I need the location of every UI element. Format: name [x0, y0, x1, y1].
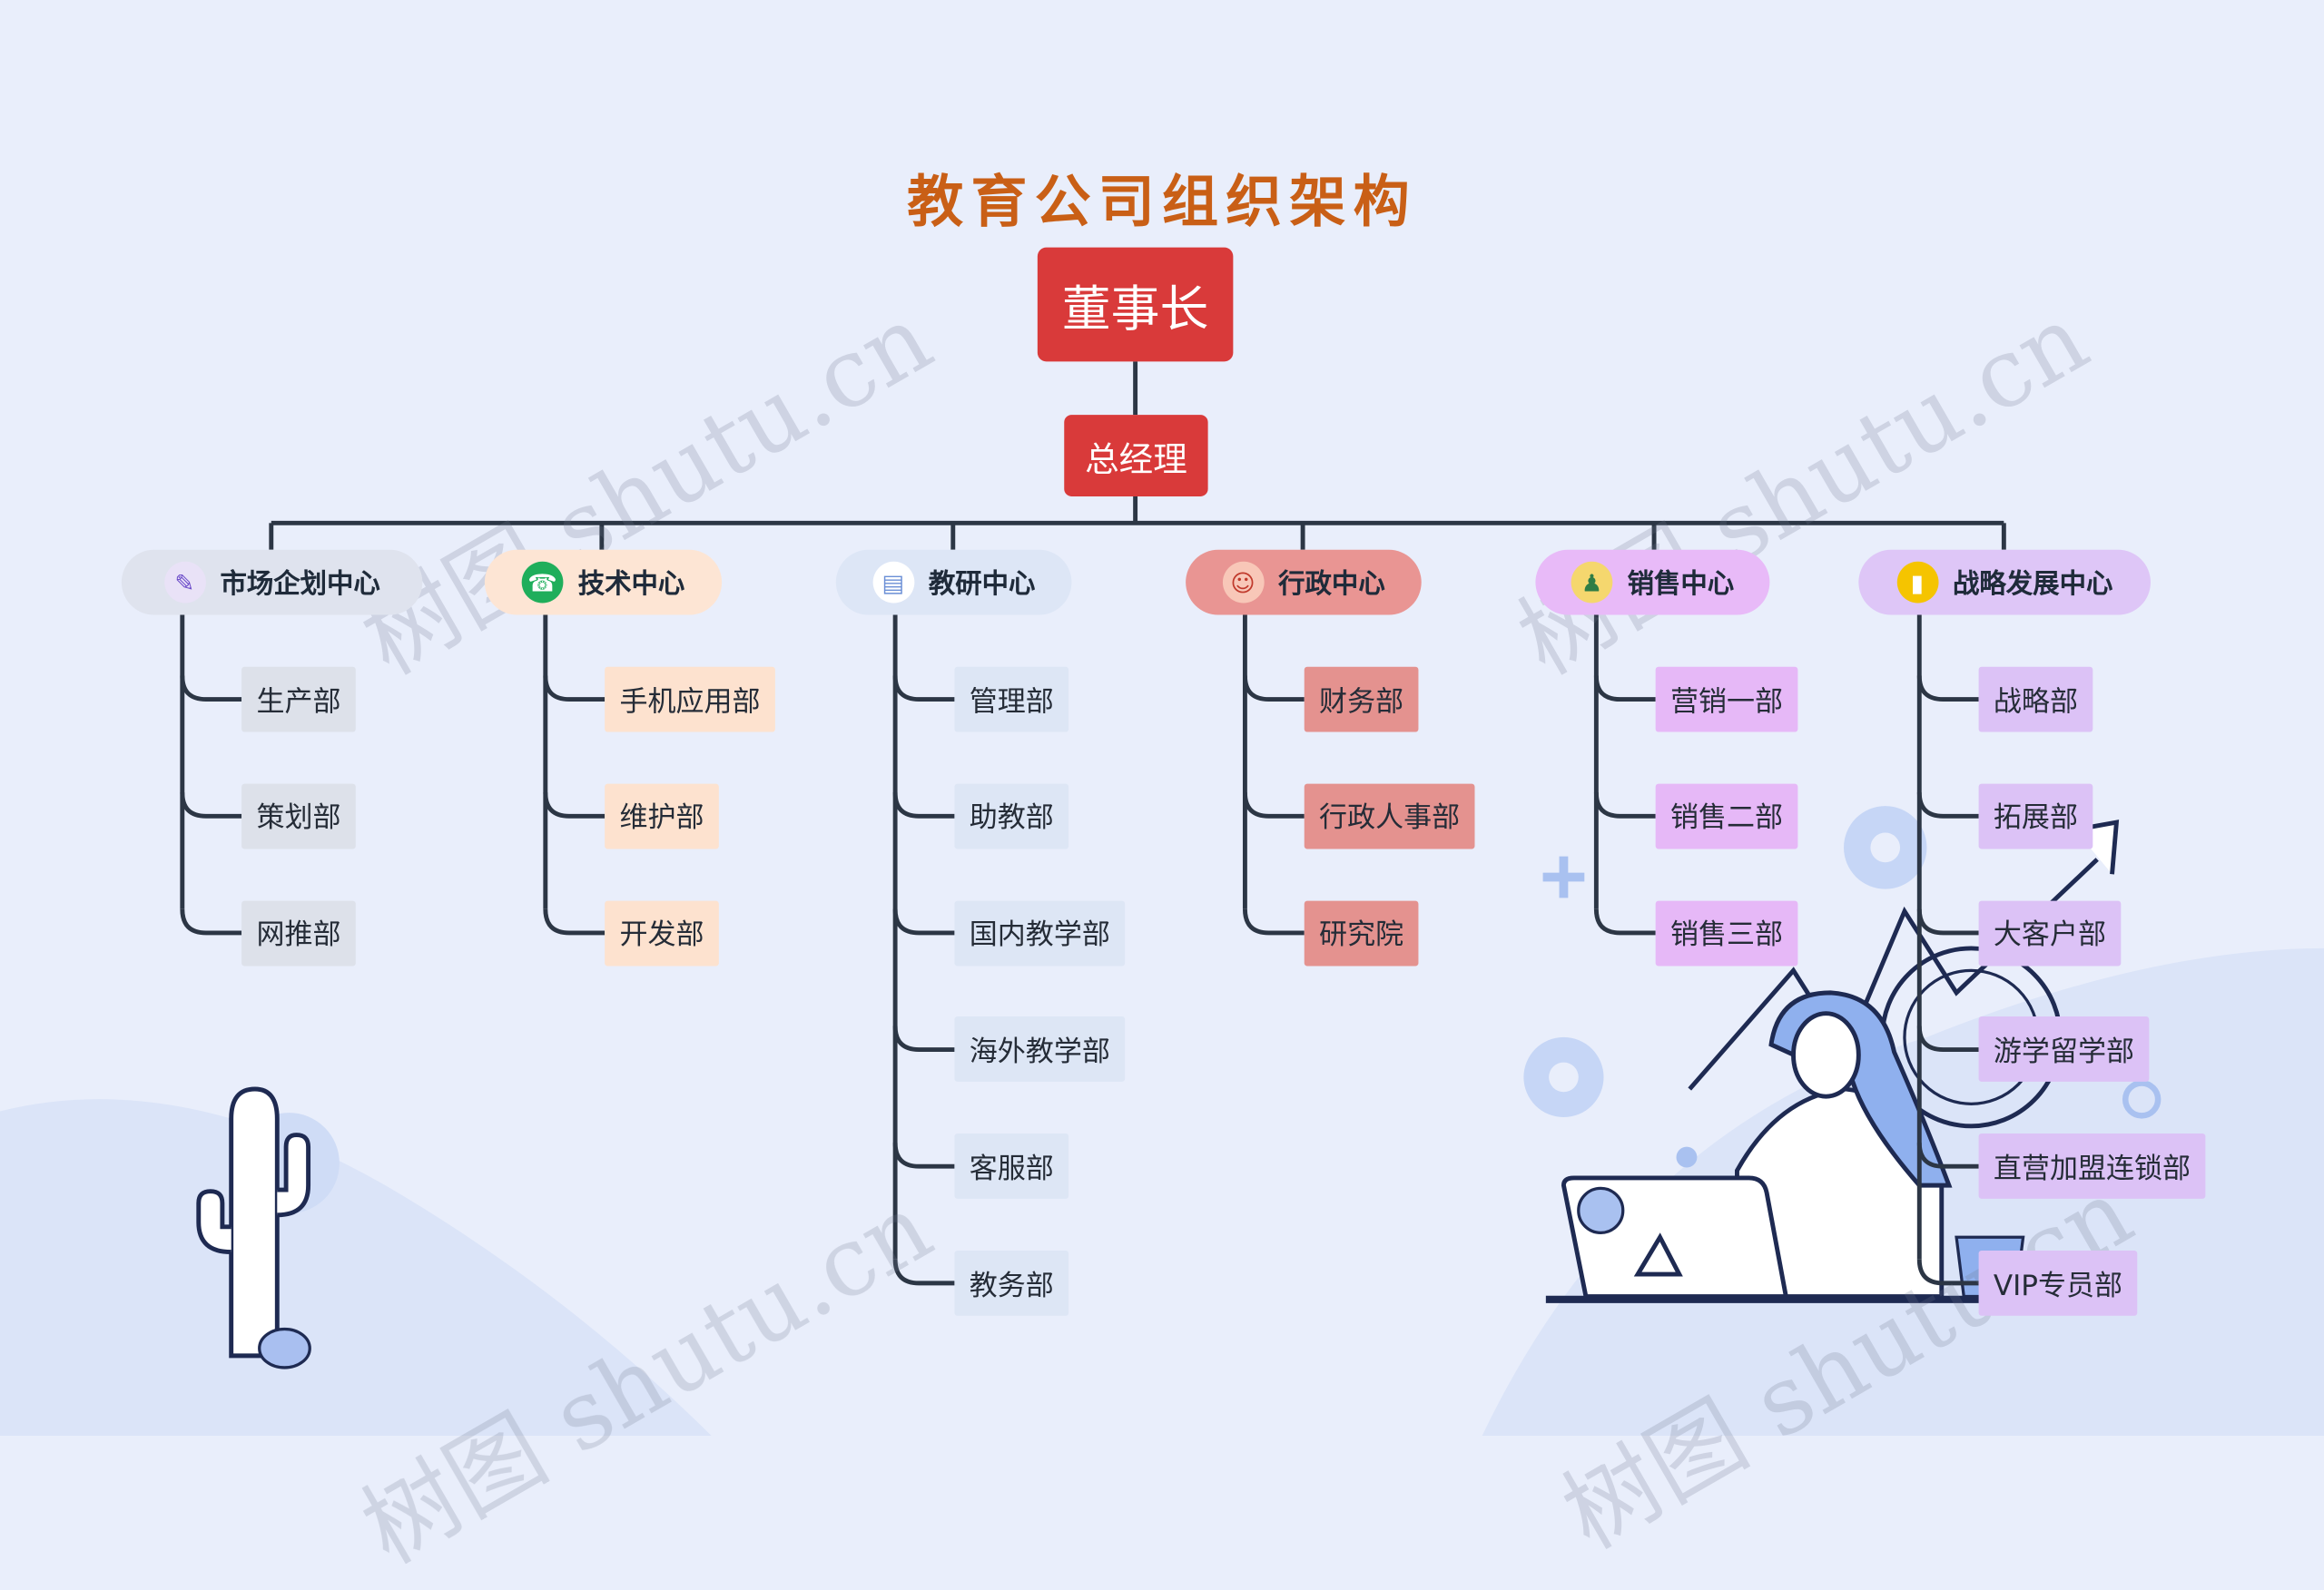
page-title: 教育公司组织架构	[907, 167, 1417, 234]
connector	[892, 1259, 955, 1286]
department-node[interactable]: 战略部	[1978, 666, 2093, 732]
center-label: 战略发展中心	[1953, 568, 2113, 601]
connector	[1916, 675, 1979, 702]
department-node[interactable]: 海外教学部	[954, 1016, 1126, 1083]
woman-laptop-illustration	[1523, 806, 2162, 1303]
department-node[interactable]: 手机应用部	[605, 666, 775, 732]
department-node[interactable]: 大客户部	[1978, 899, 2122, 966]
center-node-3[interactable]: ▤ 教研中心	[835, 549, 1072, 615]
center-label: 教研中心	[928, 568, 1036, 601]
connector	[180, 792, 242, 819]
connector	[1242, 792, 1305, 819]
connector	[543, 792, 606, 819]
connector	[1593, 792, 1656, 819]
center-label: 销售中心	[1627, 568, 1735, 601]
connector	[180, 908, 242, 936]
department-node[interactable]: 维护部	[605, 783, 719, 849]
connector	[1916, 792, 1979, 819]
department-node[interactable]: 研究院	[1304, 899, 1419, 966]
department-node[interactable]: 直营加盟连锁部	[1978, 1134, 2206, 1200]
center-node-2[interactable]: ☎ 技术中心	[484, 549, 723, 615]
center-node-4[interactable]: ☺ 行政中心	[1186, 549, 1422, 615]
connector	[892, 792, 955, 819]
connector	[1916, 1259, 1979, 1286]
person-icon: ☺	[1222, 561, 1264, 604]
connector-lines	[180, 361, 2006, 1286]
connector	[1916, 1142, 1979, 1169]
department-node[interactable]: 营销一部	[1655, 666, 1798, 732]
connector	[1242, 908, 1305, 936]
connector	[1242, 675, 1305, 702]
connector	[1916, 1026, 1979, 1053]
center-node-5[interactable]: ♟ 销售中心	[1535, 549, 1770, 615]
department-node[interactable]: 游学留学部	[1978, 1016, 2150, 1083]
department-node[interactable]: 行政人事部	[1304, 783, 1475, 849]
department-node[interactable]: 助教部	[954, 783, 1069, 849]
phone-icon: ☎	[521, 561, 564, 604]
center-label: 技术中心	[577, 568, 685, 601]
connector	[892, 908, 955, 936]
department-node[interactable]: 销售二部	[1655, 783, 1798, 849]
bar-chart-icon: ▮	[1896, 561, 1938, 604]
department-node[interactable]: VIP专员部	[1978, 1250, 2138, 1316]
connector	[892, 1026, 955, 1053]
notepad-icon: ▤	[872, 561, 914, 604]
department-node[interactable]: 开发部	[605, 899, 719, 966]
department-node[interactable]: 生产部	[241, 666, 356, 732]
department-node[interactable]: 客服部	[954, 1134, 1069, 1200]
org-chart-canvas: 树图 shutu.cn 树图 shutu.cn 树图 shutu.cn 树图 s…	[0, 167, 2324, 1585]
department-node[interactable]: 策划部	[241, 783, 356, 849]
connector	[892, 1142, 955, 1169]
pen-icon: ✎	[163, 561, 206, 604]
department-node[interactable]: 财务部	[1304, 666, 1419, 732]
chairman-node[interactable]: 董事长	[1037, 247, 1234, 362]
department-node[interactable]: 销售三部	[1655, 899, 1798, 966]
meeting-icon: ♟	[1571, 561, 1613, 604]
department-node[interactable]: 网推部	[241, 899, 356, 966]
center-label: 市场企划中心	[220, 568, 380, 601]
cactus-icon	[196, 1086, 340, 1369]
center-node-1[interactable]: ✎ 市场企划中心	[121, 549, 423, 615]
department-node[interactable]: 教务部	[954, 1250, 1069, 1316]
department-node[interactable]: 拓展部	[1978, 783, 2093, 849]
center-label: 行政中心	[1278, 568, 1385, 601]
connector	[543, 675, 606, 702]
connector	[1593, 675, 1656, 702]
center-node-6[interactable]: ▮ 战略发展中心	[1858, 549, 2151, 615]
connector	[1916, 908, 1979, 936]
connector	[1593, 908, 1656, 936]
department-node[interactable]: 国内教学部	[954, 899, 1126, 966]
department-node[interactable]: 管理部	[954, 666, 1069, 732]
general-manager-node[interactable]: 总经理	[1064, 415, 1208, 496]
connector	[892, 675, 955, 702]
connector	[543, 908, 606, 936]
connector	[180, 675, 242, 702]
